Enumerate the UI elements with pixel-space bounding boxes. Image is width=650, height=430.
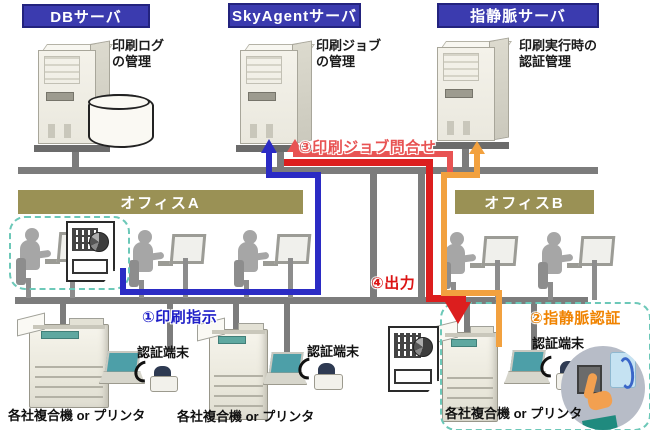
flow2-line — [441, 172, 447, 296]
skyagent-server-banner: SkyAgentサーバ — [228, 3, 361, 28]
office-a-scanner2-icon — [293, 353, 343, 390]
pie-chart-icon — [413, 337, 433, 357]
main-lan-line — [18, 167, 598, 174]
flow4-line — [284, 159, 432, 166]
flow3-arrow-up-icon — [287, 139, 303, 152]
skyagent-caption-line1: 印刷ジョブ — [316, 38, 382, 53]
finger-vein-server-caption: 印刷実行時の 認証管理 — [519, 38, 597, 70]
db-caption-line2: の管理 — [112, 54, 152, 69]
flow4-arrow-down-icon — [445, 302, 471, 324]
auth-terminal-label-3: 認証端末 — [532, 336, 585, 351]
db-server-caption: 印刷ログ の管理 — [112, 38, 164, 70]
laptop2-drop-line — [284, 303, 290, 355]
copier2-drop-line — [233, 303, 239, 332]
flow4-line — [426, 159, 433, 302]
printer-label-3: 各社複合機 or プリンタ — [445, 406, 583, 421]
office-a-copier1-icon — [17, 312, 109, 408]
flow4-label: ④出力 — [371, 275, 416, 292]
flow1-line — [120, 268, 126, 295]
office-b-copier-icon — [430, 320, 498, 422]
flow1-line — [266, 172, 321, 178]
printed-output-document-icon — [388, 326, 439, 392]
db-server-banner: DBサーバ — [22, 4, 150, 28]
database-cylinder-icon — [88, 94, 154, 148]
flow1-label: ①印刷指示 — [142, 309, 218, 326]
flow3-line — [293, 151, 453, 157]
finger-vein-server-drop-line — [462, 144, 469, 169]
laptop1-drop-line — [167, 303, 173, 352]
laptop3-drop-line — [531, 303, 537, 355]
skyagent-server-caption: 印刷ジョブ の管理 — [316, 38, 381, 70]
office-a-riser-line — [370, 170, 377, 300]
finger-vein-caption-line1: 印刷実行時の — [519, 38, 598, 53]
flow2-line — [496, 290, 502, 347]
skyagent-caption-line2: の管理 — [316, 54, 356, 69]
office-lan-line — [15, 297, 588, 304]
auth-terminal-label-1: 認証端末 — [137, 345, 190, 360]
office-a-scanner1-icon — [129, 356, 178, 392]
copier1-drop-line — [60, 303, 66, 328]
flow2-label: ②指静脈認証 — [530, 310, 621, 327]
auth-terminal-label-2: 認証端末 — [307, 344, 360, 359]
flow1-arrow-up-icon — [261, 139, 277, 153]
finger-vein-caption-line2: 認証管理 — [519, 54, 572, 69]
finger-vein-server-tower-icon — [433, 37, 513, 149]
flow1-line — [120, 289, 321, 295]
flow2-line — [441, 290, 502, 296]
db-server-drop-line — [72, 147, 79, 169]
office-a-user2-icon — [129, 230, 207, 298]
print-user-highlight-box — [9, 216, 130, 290]
office-a-banner: オフィスA — [18, 190, 303, 214]
db-caption-line1: 印刷ログ — [112, 38, 165, 53]
office-a-label: オフィスA — [120, 194, 201, 212]
office-b-user2-icon — [538, 232, 616, 300]
printer-label-1: 各社複合機 or プリンタ — [8, 408, 146, 423]
flow1-line — [266, 152, 272, 174]
flow3-line — [447, 151, 453, 176]
printer-label-2: 各社複合機 or プリンタ — [177, 409, 315, 424]
flow4-line — [426, 295, 466, 302]
db-server-tower-icon — [34, 40, 114, 152]
finger-vein-server-banner: 指静脈サーバ — [437, 3, 599, 28]
db-server-banner-label: DBサーバ — [50, 8, 122, 26]
office-b-label: オフィスB — [484, 194, 565, 212]
skyagent-server-tower-icon — [236, 40, 316, 152]
skyagent-server-drop-line — [277, 147, 284, 169]
office-b-riser-line — [418, 170, 425, 300]
finger-vein-server-banner-label: 指静脈サーバ — [470, 8, 566, 25]
print-document-icon — [66, 221, 115, 282]
flow2-line — [441, 172, 480, 178]
finger-vein-hand-icon — [561, 346, 645, 430]
pie-chart-icon — [89, 232, 109, 252]
flow1-line — [315, 172, 321, 295]
office-b-banner: オフィスB — [455, 190, 594, 214]
flow2-arrow-up-icon — [469, 141, 485, 154]
flow3-label: ③印刷ジョブ問合せ — [299, 139, 437, 156]
office-a-user3-icon — [234, 230, 312, 298]
flow2-line — [474, 153, 480, 176]
skyagent-server-banner-label: SkyAgentサーバ — [231, 8, 358, 25]
